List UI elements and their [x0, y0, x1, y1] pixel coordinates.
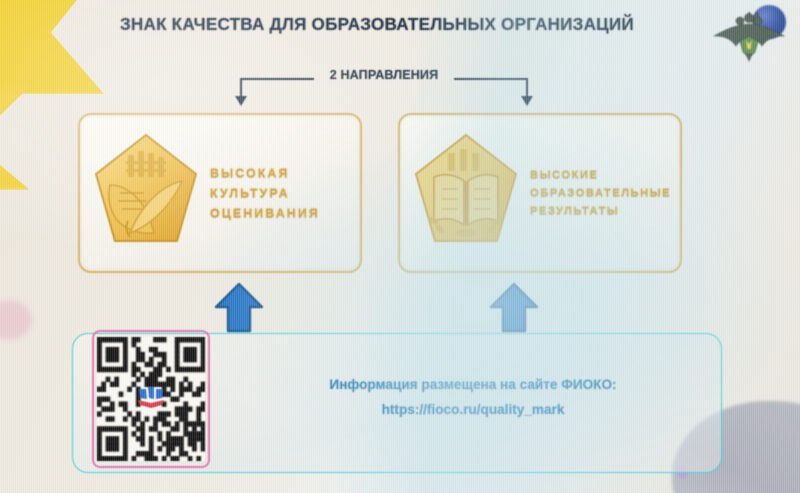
gold-pentagon-medal-book-icon	[410, 129, 522, 257]
decor-yellow-chevron	[0, 0, 104, 94]
fioco-logo-icon	[136, 386, 166, 412]
directions-label: 2 НАПРАВЛЕНИЯ	[329, 68, 439, 82]
bracket-arrowhead-right-icon	[521, 96, 533, 106]
page-title: ЗНАК КАЧЕСТВА ДЛЯ ОБРАЗОВАТЕЛЬНЫХ ОРГАНИ…	[120, 14, 634, 34]
bracket-arrowhead-left-icon	[235, 96, 247, 106]
decor-pink-blob	[0, 300, 32, 340]
gold-pentagon-medal-quill-icon	[90, 129, 202, 257]
rosobrnadzor-eagle-emblem	[706, 2, 792, 62]
two-directions-bracket: 2 НАПРАВЛЕНИЯ	[234, 68, 534, 112]
bracket-stem-left	[240, 78, 242, 98]
info-heading: Информация размещена на сайте ФИОКО:	[329, 377, 617, 392]
arrow-up-icon-left	[212, 281, 266, 335]
qr-matrix	[97, 337, 205, 461]
qr-code[interactable]	[91, 330, 211, 468]
arrow-up-icon-right	[487, 281, 541, 335]
eagle-icon	[712, 11, 786, 62]
bracket-stem-right	[526, 78, 528, 98]
decor-yellow-chevron-secondary	[0, 86, 30, 190]
bracket-line-right	[454, 78, 528, 80]
bracket-line-left	[240, 78, 314, 80]
info-text-block: Информация размещена на сайте ФИОКО: htt…	[258, 372, 688, 422]
info-url-link[interactable]: https://fioco.ru/quality_mark	[381, 402, 565, 418]
